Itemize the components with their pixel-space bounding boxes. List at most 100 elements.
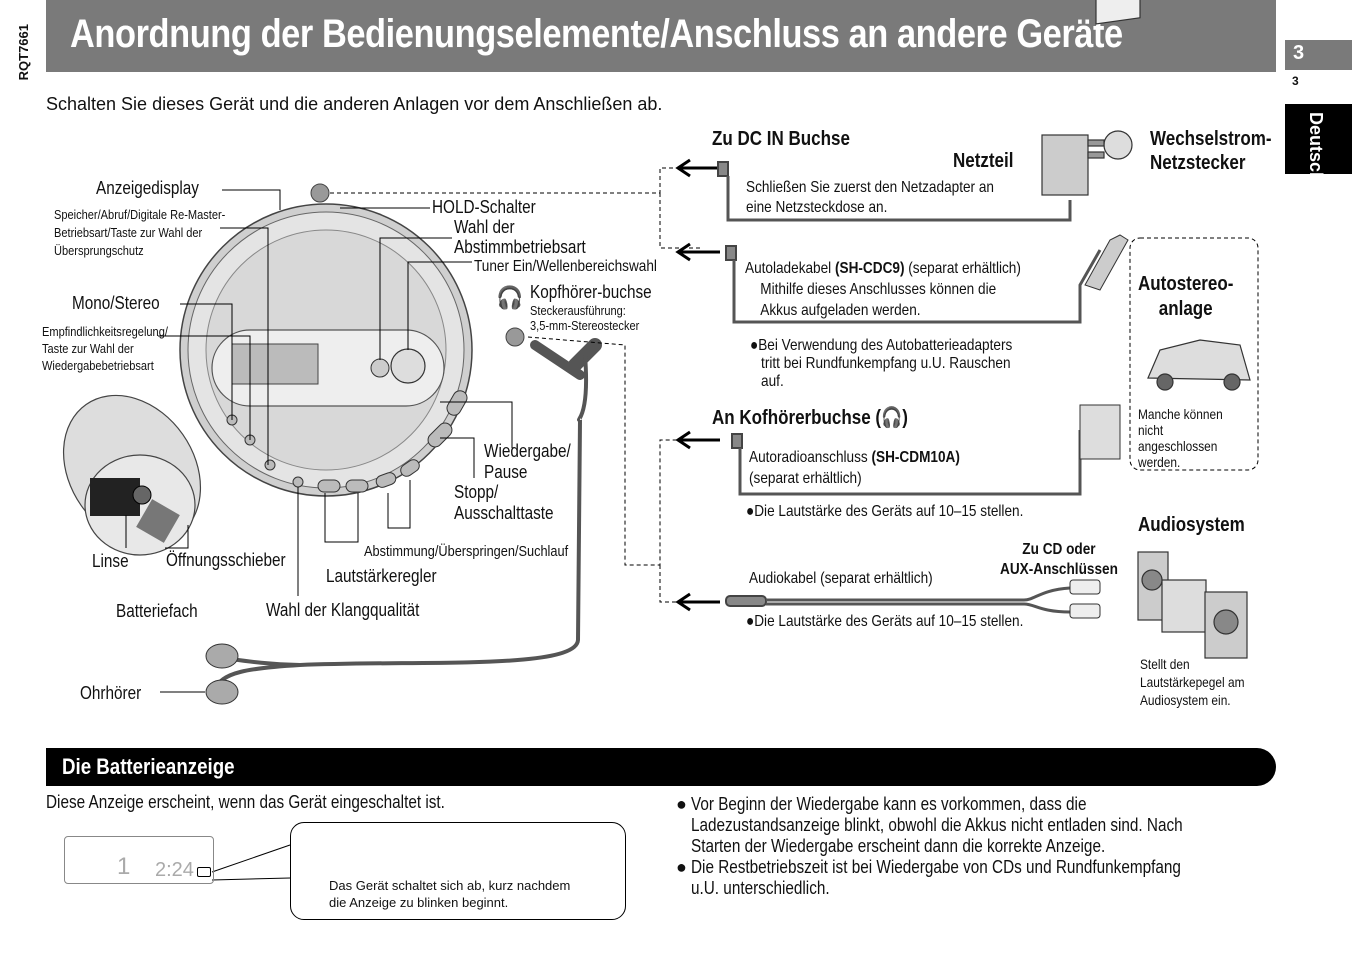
- label-kopfhoerer: Kopfhörer-buchse: [530, 282, 652, 302]
- autoradio-text: Autoradioanschluss (SH-CDM10A) (separat …: [749, 447, 960, 489]
- label-klang: Wahl der Klangqualität: [266, 600, 420, 620]
- battery-section-bar: [46, 748, 1276, 786]
- label-speicher-line: Übersprungschutz: [54, 243, 144, 258]
- label-tuner: Tuner Ein/Wellenbereichswahl: [474, 258, 657, 275]
- audiosystem-note-line: Lautstärkepegel am: [1140, 674, 1245, 690]
- netz-note-line: Schließen Sie zuerst den Netzadapter an: [746, 179, 994, 196]
- volume-note-2: ●Die Lautstärke des Geräts auf 10–15 ste…: [746, 613, 1024, 630]
- label-audiosystem: Audiosystem: [1138, 514, 1245, 536]
- label-speicher-line: Speicher/Abruf/Digitale Re-Master-: [54, 207, 226, 222]
- label-stopp-line: Stopp/: [454, 482, 499, 502]
- battery-bullet: ●Die Restbetriebszeit ist bei Wiedergabe…: [676, 857, 1276, 899]
- battery-section-title: Die Batterieanzeige: [62, 754, 235, 779]
- battery-bullet-text: Vor Beginn der Wiedergabe kann es vorkom…: [691, 794, 1183, 856]
- page-title: Anordnung der Bedienungselemente/Anschlu…: [70, 12, 1123, 56]
- audiosystem-note: Stellt den Lautstärkepegel am Audiosyste…: [1140, 655, 1245, 709]
- label-wahl-line: Wahl der: [454, 217, 515, 237]
- label-wahl-abstimm: Wahl der Abstimmbetriebsart: [454, 217, 586, 257]
- heading-dc-in: Zu DC IN Buchse: [712, 128, 850, 150]
- volume-note-text: Die Lautstärke des Geräts auf 10–15 stel…: [754, 503, 1024, 520]
- autolade-line: Akkus aufgeladen werden.: [760, 302, 921, 319]
- autoradio-pre: Autoradioanschluss: [749, 449, 872, 466]
- autoradio-model: (SH-CDM10A): [871, 449, 960, 466]
- autolade-line: Mithilfe dieses Anschlusses können die: [760, 281, 997, 298]
- label-netzteil: Netzteil: [953, 150, 1014, 172]
- label-ohrhoerer: Ohrhörer: [80, 683, 142, 703]
- car-illustration: [1147, 339, 1251, 391]
- autobatt-line: tritt bei Rundfunkempfang u.U. Rauschen: [761, 355, 1011, 372]
- autolade-post: (separat erhältlich): [904, 260, 1021, 277]
- headphone-icon: 🎧: [881, 407, 903, 429]
- netz-note-line: eine Netzsteckdose an.: [746, 199, 888, 216]
- label-mono-stereo: Mono/Stereo: [72, 293, 160, 313]
- autostereo-note-line: angeschlossen: [1138, 438, 1218, 454]
- callout-note: Das Gerät schaltet sich ab, kurz nachdem…: [329, 877, 570, 911]
- heading-kopf-end: ): [902, 407, 908, 429]
- label-linse: Linse: [92, 551, 129, 571]
- label-autostereo-line: anlage: [1158, 298, 1213, 320]
- volume-note-1: ●Die Lautstärke des Geräts auf 10–15 ste…: [746, 503, 1024, 520]
- volume-note-text: Die Lautstärke des Geräts auf 10–15 stel…: [754, 613, 1024, 630]
- label-empfindlichkeit-line: Taste zur Wahl der: [42, 341, 134, 356]
- label-cd-aux: Zu CD oder AUX-Anschlüssen: [1000, 540, 1118, 580]
- car-charger-illustration: [1084, 234, 1129, 291]
- autostereo-note-line: werden.: [1138, 454, 1181, 470]
- label-wiedergabe-line: Wiedergabe/: [484, 441, 571, 461]
- label-batteriefach: Batteriefach: [116, 601, 198, 621]
- battery-intro: Diese Anzeige erscheint, wenn das Gerät …: [46, 792, 445, 812]
- page-number-small: 3: [1292, 74, 1299, 88]
- label-empfindlichkeit-line: Wiedergabebetriebsart: [42, 358, 154, 373]
- label-wiedergabe: Wiedergabe/ Pause: [484, 441, 571, 483]
- autostereo-note-line: nicht: [1138, 422, 1164, 438]
- label-stopp-line: Ausschalttaste: [454, 503, 554, 523]
- label-wahl-line: Abstimmbetriebsart: [454, 237, 586, 257]
- label-wechselstrom: Wechselstrom- Netzstecker: [1150, 127, 1272, 175]
- label-cd-aux-line: Zu CD oder: [1022, 541, 1096, 558]
- label-anzeigedisplay: Anzeigedisplay: [96, 178, 199, 198]
- lcd-display: 1 2:24: [64, 836, 214, 884]
- autolade-model: (SH-CDC9): [834, 260, 905, 277]
- label-abstimmung: Abstimmung/Überspringen/Suchlauf: [364, 543, 569, 560]
- label-audiokabel: Audiokabel (separat erhältlich): [749, 570, 933, 587]
- ac-adapter-illustration: [1041, 0, 1141, 196]
- label-stecker: Steckerausführung: 3,5-mm-Stereostecker: [530, 303, 639, 333]
- label-speicher-line: Betriebsart/Taste zur Wahl der: [54, 225, 203, 240]
- intro-text: Schalten Sie dieses Gerät und die andere…: [46, 94, 663, 114]
- label-autostereo-line: Autostereo-: [1138, 273, 1234, 295]
- label-cd-aux-line: AUX-Anschlüssen: [1000, 561, 1118, 578]
- audiosystem-note-line: Stellt den: [1140, 656, 1190, 672]
- label-wechselstrom-line: Netzstecker: [1150, 152, 1246, 174]
- battery-bullet-text: Die Restbetriebszeit ist bei Wiedergabe …: [691, 857, 1181, 898]
- label-empfindlichkeit-line: Empfindlichkeitsregelung/: [42, 324, 168, 339]
- heading-kopfhoerer: An Kofhörerbuchse (🎧): [712, 405, 908, 430]
- autobatt-line: Bei Verwendung des Autobatterieadapters: [758, 337, 1013, 354]
- autolade-text: Autoladekabel (SH-CDC9) (separat erhältl…: [745, 258, 1021, 321]
- autostereo-note: Manche können nicht angeschlossen werden…: [1138, 406, 1223, 470]
- cd-player-illustration: [62, 183, 602, 705]
- label-stecker-line: Steckerausführung:: [530, 303, 626, 318]
- language-label: Deutsch: [1306, 112, 1326, 184]
- autolade-pre: Autoladekabel: [745, 260, 835, 277]
- autoradio-post: (separat erhältlich): [749, 470, 862, 487]
- label-empfindlichkeit: Empfindlichkeitsregelung/ Taste zur Wahl…: [42, 323, 168, 374]
- label-stopp: Stopp/ Ausschalttaste: [454, 482, 554, 524]
- callout-note-line: die Anzeige zu blinken beginnt.: [329, 895, 509, 910]
- label-lautstaerke: Lautstärkeregler: [326, 566, 437, 586]
- netz-note: Schließen Sie zuerst den Netzadapter an …: [746, 178, 994, 218]
- battery-icon: [197, 867, 211, 877]
- label-stecker-line: 3,5-mm-Stereostecker: [530, 318, 640, 333]
- label-hold: HOLD-Schalter: [432, 197, 536, 217]
- battery-bullet: ●Vor Beginn der Wiedergabe kann es vorko…: [676, 794, 1276, 857]
- lcd-track: 1: [117, 853, 131, 880]
- title-bar: [46, 0, 1276, 72]
- lcd-time: 2:24: [155, 859, 194, 881]
- autobatt-line: auf.: [761, 373, 784, 390]
- label-wiedergabe-line: Pause: [484, 462, 528, 482]
- cassette-adapter-illustration: [1079, 404, 1121, 460]
- battery-callout: Das Gerät schaltet sich ab, kurz nachdem…: [290, 822, 626, 920]
- label-autostereo: Autostereo- anlage: [1138, 272, 1233, 322]
- label-speicher: Speicher/Abruf/Digitale Re-Master- Betri…: [54, 206, 225, 260]
- heading-kopf-text: An Kofhörerbuchse (: [712, 407, 882, 429]
- label-oeffnung: Öffnungsschieber: [166, 550, 286, 570]
